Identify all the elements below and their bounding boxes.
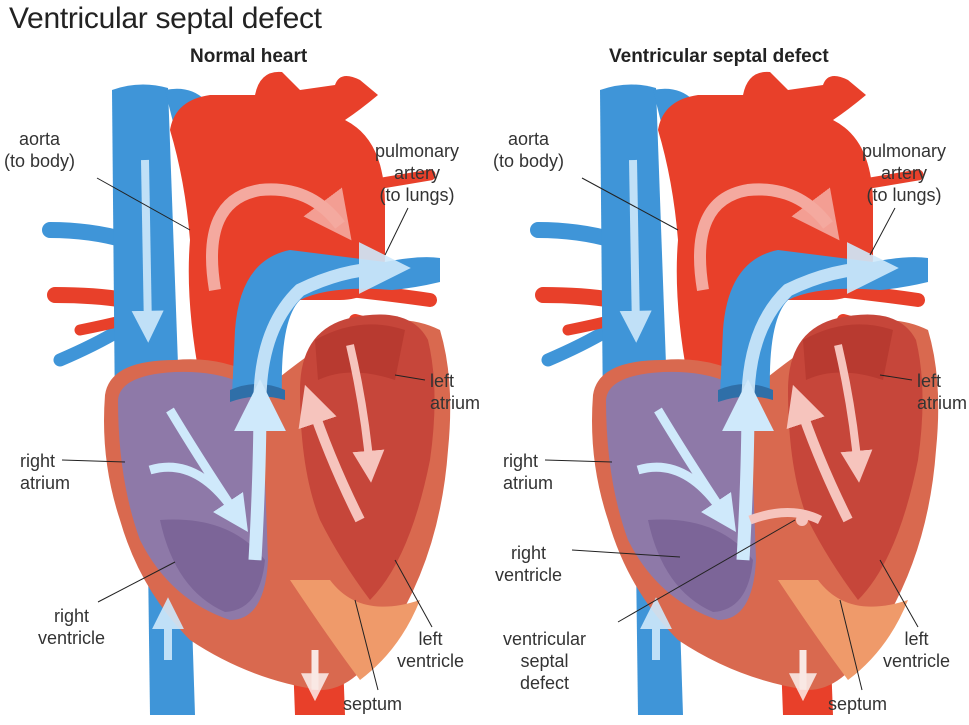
label-pulmonary-artery-vsd: pulmonary artery (to lungs)	[862, 140, 946, 206]
label-ventricular-septal-defect: ventricular septal defect	[503, 628, 586, 694]
label-right-ventricle: right ventricle	[38, 605, 105, 649]
label-right-ventricle-vsd: right ventricle	[495, 542, 562, 586]
label-septum: septum	[343, 693, 402, 715]
label-aorta-vsd: aorta (to body)	[493, 128, 564, 172]
page-title: Ventricular septal defect	[9, 2, 322, 36]
septal-defect-hole	[796, 514, 808, 526]
label-right-atrium-vsd: right atrium	[503, 450, 553, 494]
panel-title-vsd: Ventricular septal defect	[609, 46, 829, 68]
label-septum-vsd: septum	[828, 693, 887, 715]
label-pulmonary-artery: pulmonary artery (to lungs)	[375, 140, 459, 206]
label-left-atrium-vsd: left atrium	[917, 370, 967, 414]
label-aorta: aorta (to body)	[4, 128, 75, 172]
label-left-ventricle-vsd: left ventricle	[883, 628, 950, 672]
label-right-atrium: right atrium	[20, 450, 70, 494]
label-left-atrium: left atrium	[430, 370, 480, 414]
label-left-ventricle: left ventricle	[397, 628, 464, 672]
panel-title-normal: Normal heart	[190, 46, 307, 68]
